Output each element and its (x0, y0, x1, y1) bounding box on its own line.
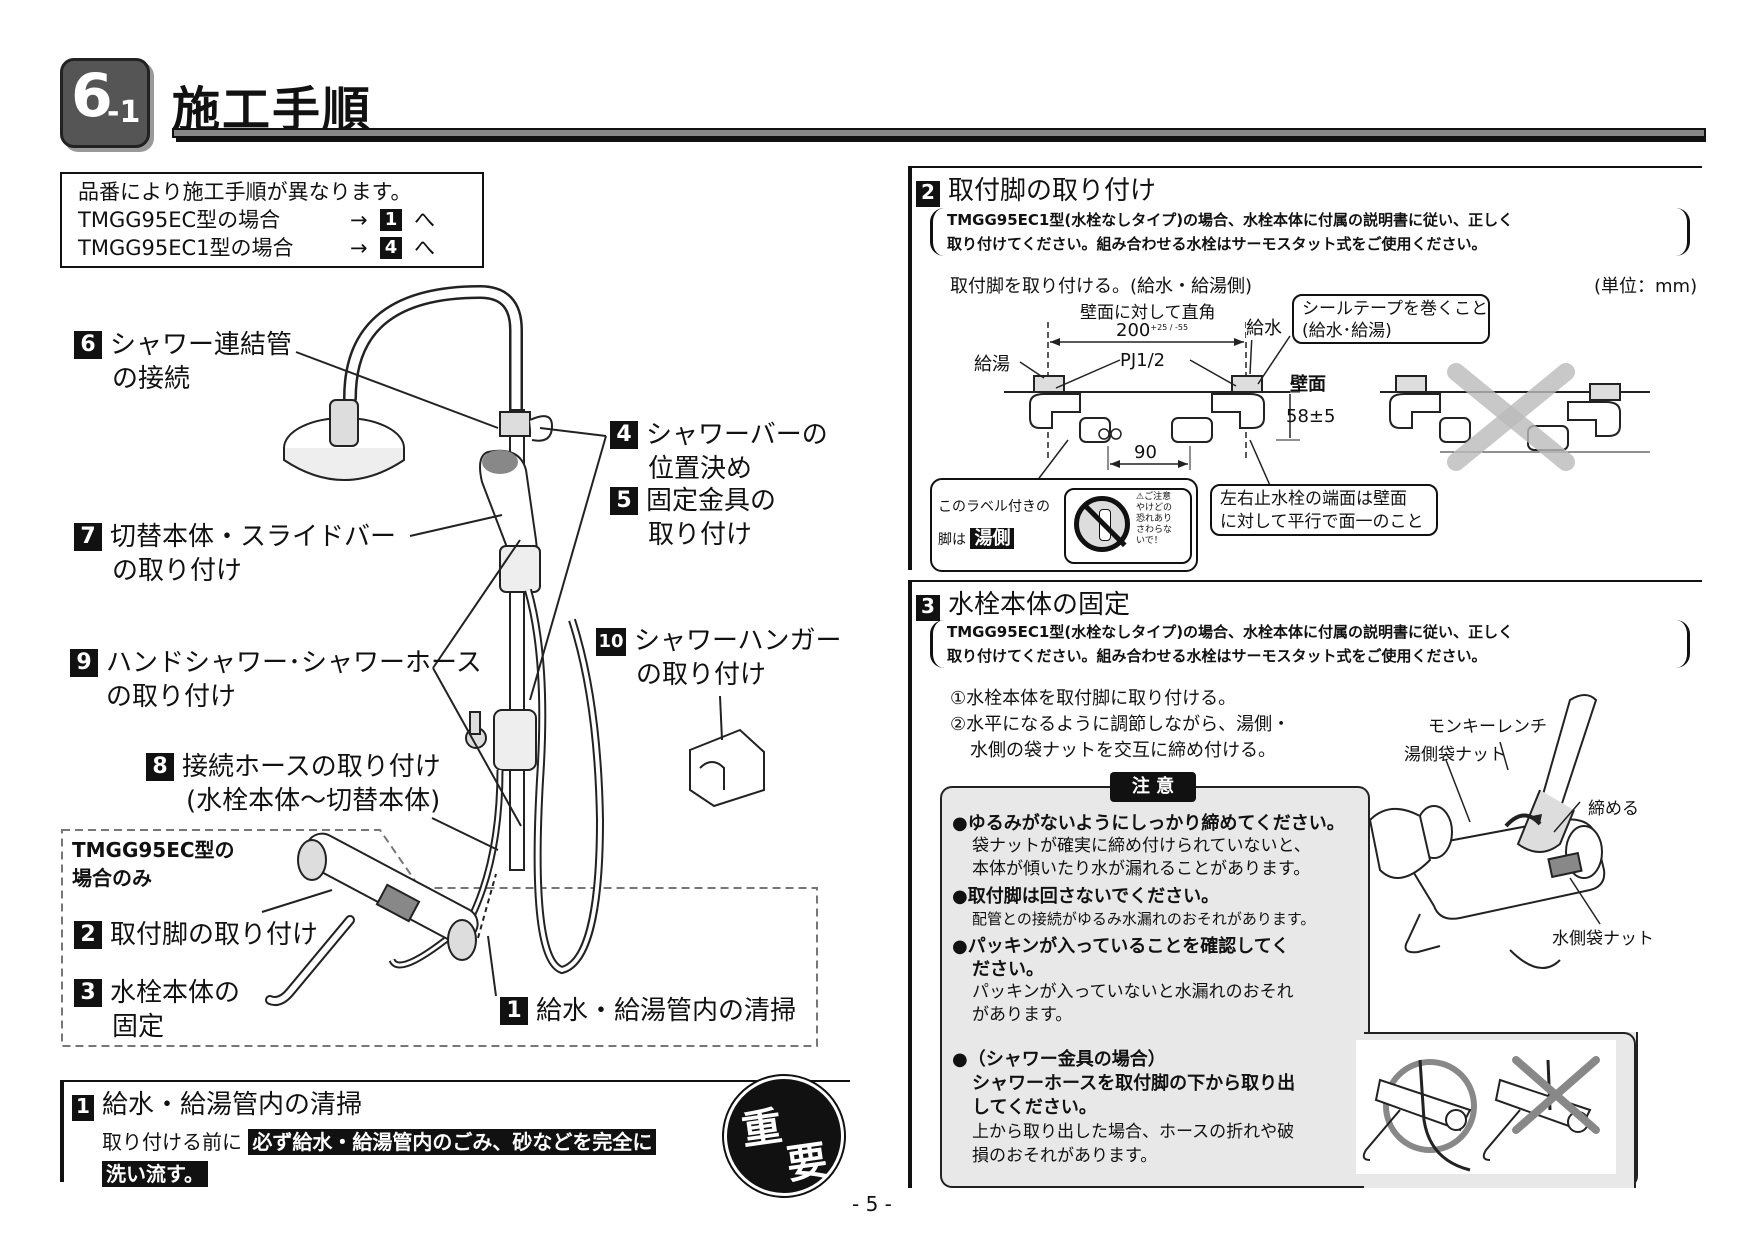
badge-main: 6 (71, 61, 113, 131)
intro-row-type2: TMGG95EC1型の場合 → 4 へ (78, 236, 435, 260)
badge-sub: -1 (107, 95, 141, 130)
page-number: - 5 - (852, 1192, 892, 1216)
section2-instruction: 取付脚を取り付ける。(給水・給湯側) (950, 276, 1253, 297)
parallel-callout: 左右止水栓の端面は壁面 に対して平行で面一のこと (1210, 484, 1438, 536)
dim-58-label: 58±5 (1286, 406, 1336, 427)
no-touch-hand-icon (1074, 496, 1130, 552)
label-cold-supply: 給水 (1246, 314, 1282, 340)
hand-shower (479, 449, 538, 574)
right-column-rule-lower (908, 580, 912, 1188)
incorrect-hose-routing (1482, 1056, 1600, 1161)
thermostatic-faucet (265, 832, 479, 1006)
shower-system-illustration (61, 284, 818, 1047)
section1-rule (60, 1080, 850, 1082)
correct-hose-routing (1362, 1059, 1477, 1172)
label-hot-nut: 湯側袋ナット (1404, 745, 1506, 765)
dim-angle-label: 壁面に対して直角 (1080, 303, 1216, 323)
section1-body: 取り付ける前に 必ず給水・給湯管内のごみ、砂などを完全に 洗い流す。 (102, 1126, 702, 1190)
section1-left-bar (60, 1080, 64, 1182)
intro-row-type1: TMGG95EC型の場合 → 1 へ (78, 208, 435, 232)
caution-title: 注 意 (1110, 772, 1196, 802)
title-rule-shadow (176, 138, 1706, 142)
wrench-tightening-illustration (1368, 694, 1606, 969)
shower-hanger (689, 728, 765, 808)
label-tighten: 締める (1588, 799, 1639, 819)
section3-step2: ②水平になるように調節しながら、湯側・ 水側の袋ナットを交互に締め付ける。 (950, 714, 1291, 761)
right-column-rule (908, 168, 912, 570)
section3-note: TMGG95EC1型(水栓なしタイプ)の場合、水栓本体に付属の説明書に従い、正し… (930, 620, 1690, 668)
cold-leg (1171, 375, 1265, 443)
dashed-region (61, 829, 818, 1047)
section2-unit: (単位：mm) (1594, 276, 1698, 297)
caution-text: ●ゆるみがないようにしっかり締めてください。 袋ナットが確実に締め付けられていな… (952, 813, 1345, 1025)
section-badge: 6 -1 (60, 58, 150, 148)
section3-step1: ①水栓本体を取付脚に取り付ける。 (950, 688, 1237, 709)
seal-tape-callout: シールテープを巻くこと (給水･給湯) (1292, 294, 1490, 344)
incorrect-installation-example (1380, 363, 1650, 471)
section3-top-rule (908, 580, 1702, 582)
intro-line1: 品番により施工手順が異なります。 (78, 180, 412, 204)
leg-dimension-diagram (1004, 322, 1650, 491)
dim-200-label: 200+25 / -55 (1116, 320, 1189, 341)
section2-note: TMGG95EC1型(水栓なしタイプ)の場合、水栓本体に付属の説明書に従い、正し… (930, 208, 1690, 256)
label-cold-nut: 水側袋ナット (1552, 929, 1654, 949)
dim-90-label: 90 (1134, 442, 1157, 463)
hot-side-label-callout: このラベル付きの 脚は 湯側 ⚠ご注意 やけどの 恐れあり さわらな いで！ (930, 478, 1198, 572)
label-pj: PJ1/2 (1120, 350, 1166, 371)
caution-panel (940, 786, 1370, 1058)
section2-top-rule (908, 166, 1702, 168)
title-rule (172, 128, 1706, 138)
diverter (465, 709, 537, 771)
label-wall: 壁面 (1290, 374, 1326, 395)
caution-sticker: ⚠ご注意 やけどの 恐れあり さわらな いで！ (1064, 488, 1192, 564)
dashed-region-title: TMGG95EC型の 場合のみ (72, 838, 235, 890)
caution-text-shower: ●（シャワー金具の場合） シャワーホースを取付脚の下から取り出 してください。 … (952, 1049, 1296, 1166)
overhead-shower-head (283, 399, 405, 481)
label-hot-supply: 給湯 (974, 354, 1010, 375)
intro-box: 品番により施工手順が異なります。 TMGG95EC型の場合 → 1 へ TMGG… (60, 172, 484, 268)
label-wrench: モンキーレンチ (1428, 717, 1547, 737)
